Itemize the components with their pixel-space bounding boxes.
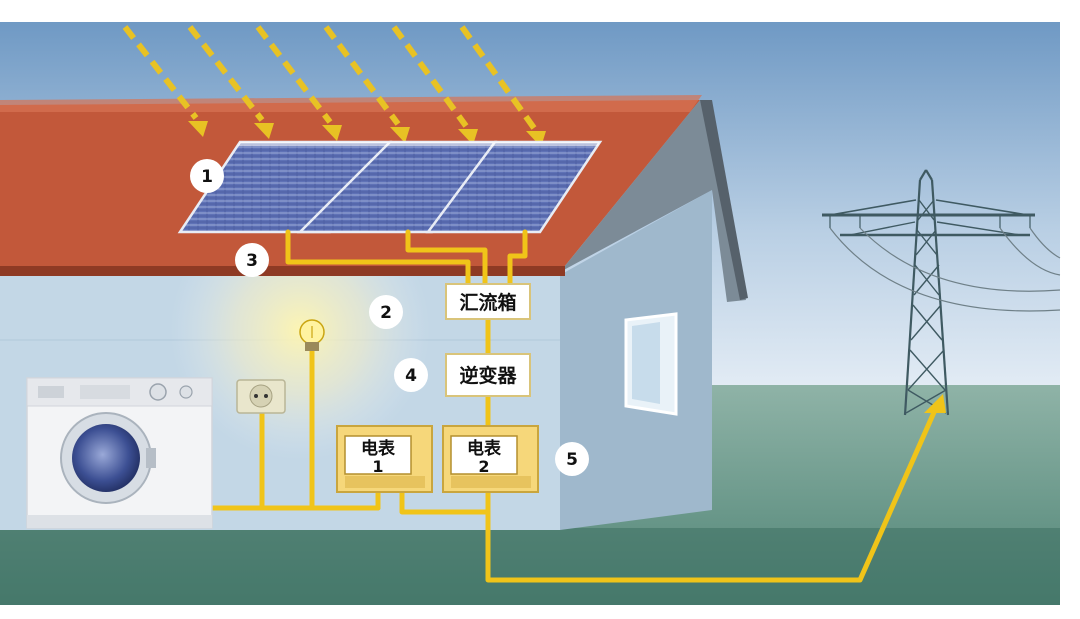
marker-1: 1 xyxy=(190,159,224,193)
house-window xyxy=(624,312,678,416)
inverter-box: 逆变器 xyxy=(445,353,531,397)
roof-top-edge xyxy=(0,95,702,112)
combiner-box: 汇流箱 xyxy=(445,283,531,320)
svg-text:2: 2 xyxy=(380,303,392,323)
meter-1-label-line1: 电表 xyxy=(361,438,396,459)
meter-1-label-line2: 1 xyxy=(372,457,383,476)
marker-3: 3 xyxy=(235,243,269,277)
wiring xyxy=(207,229,938,583)
solar-panel-icon xyxy=(177,140,603,234)
inverter-label: 逆变器 xyxy=(459,364,517,387)
grid-arrow xyxy=(924,394,946,413)
svg-text:1: 1 xyxy=(201,167,213,187)
svg-text:4: 4 xyxy=(405,366,417,386)
number-markers: 1 3 2 4 5 xyxy=(190,159,589,476)
roof-fascia xyxy=(0,266,565,276)
electric-meter-1: 电表 1 xyxy=(336,425,433,493)
meter-2-label-line2: 2 xyxy=(478,457,489,476)
marker-5: 5 xyxy=(555,442,589,476)
power-socket-icon xyxy=(236,379,286,414)
light-bulb-icon xyxy=(299,319,325,351)
svg-text:3: 3 xyxy=(246,251,258,271)
roof-gable xyxy=(560,100,746,302)
electric-meter-2: 电表 2 xyxy=(442,425,539,493)
washing-machine-icon xyxy=(26,377,213,529)
transmission-tower-icon xyxy=(822,169,1061,416)
meter-2-label-line1: 电表 xyxy=(467,438,502,459)
ground-shadow xyxy=(0,528,1060,605)
sun-rays-icon xyxy=(122,25,546,147)
marker-4: 4 xyxy=(394,358,428,392)
svg-text:5: 5 xyxy=(566,450,578,470)
marker-2: 2 xyxy=(369,295,403,329)
combiner-box-label: 汇流箱 xyxy=(459,291,516,314)
roof-gable-edge xyxy=(700,100,748,300)
